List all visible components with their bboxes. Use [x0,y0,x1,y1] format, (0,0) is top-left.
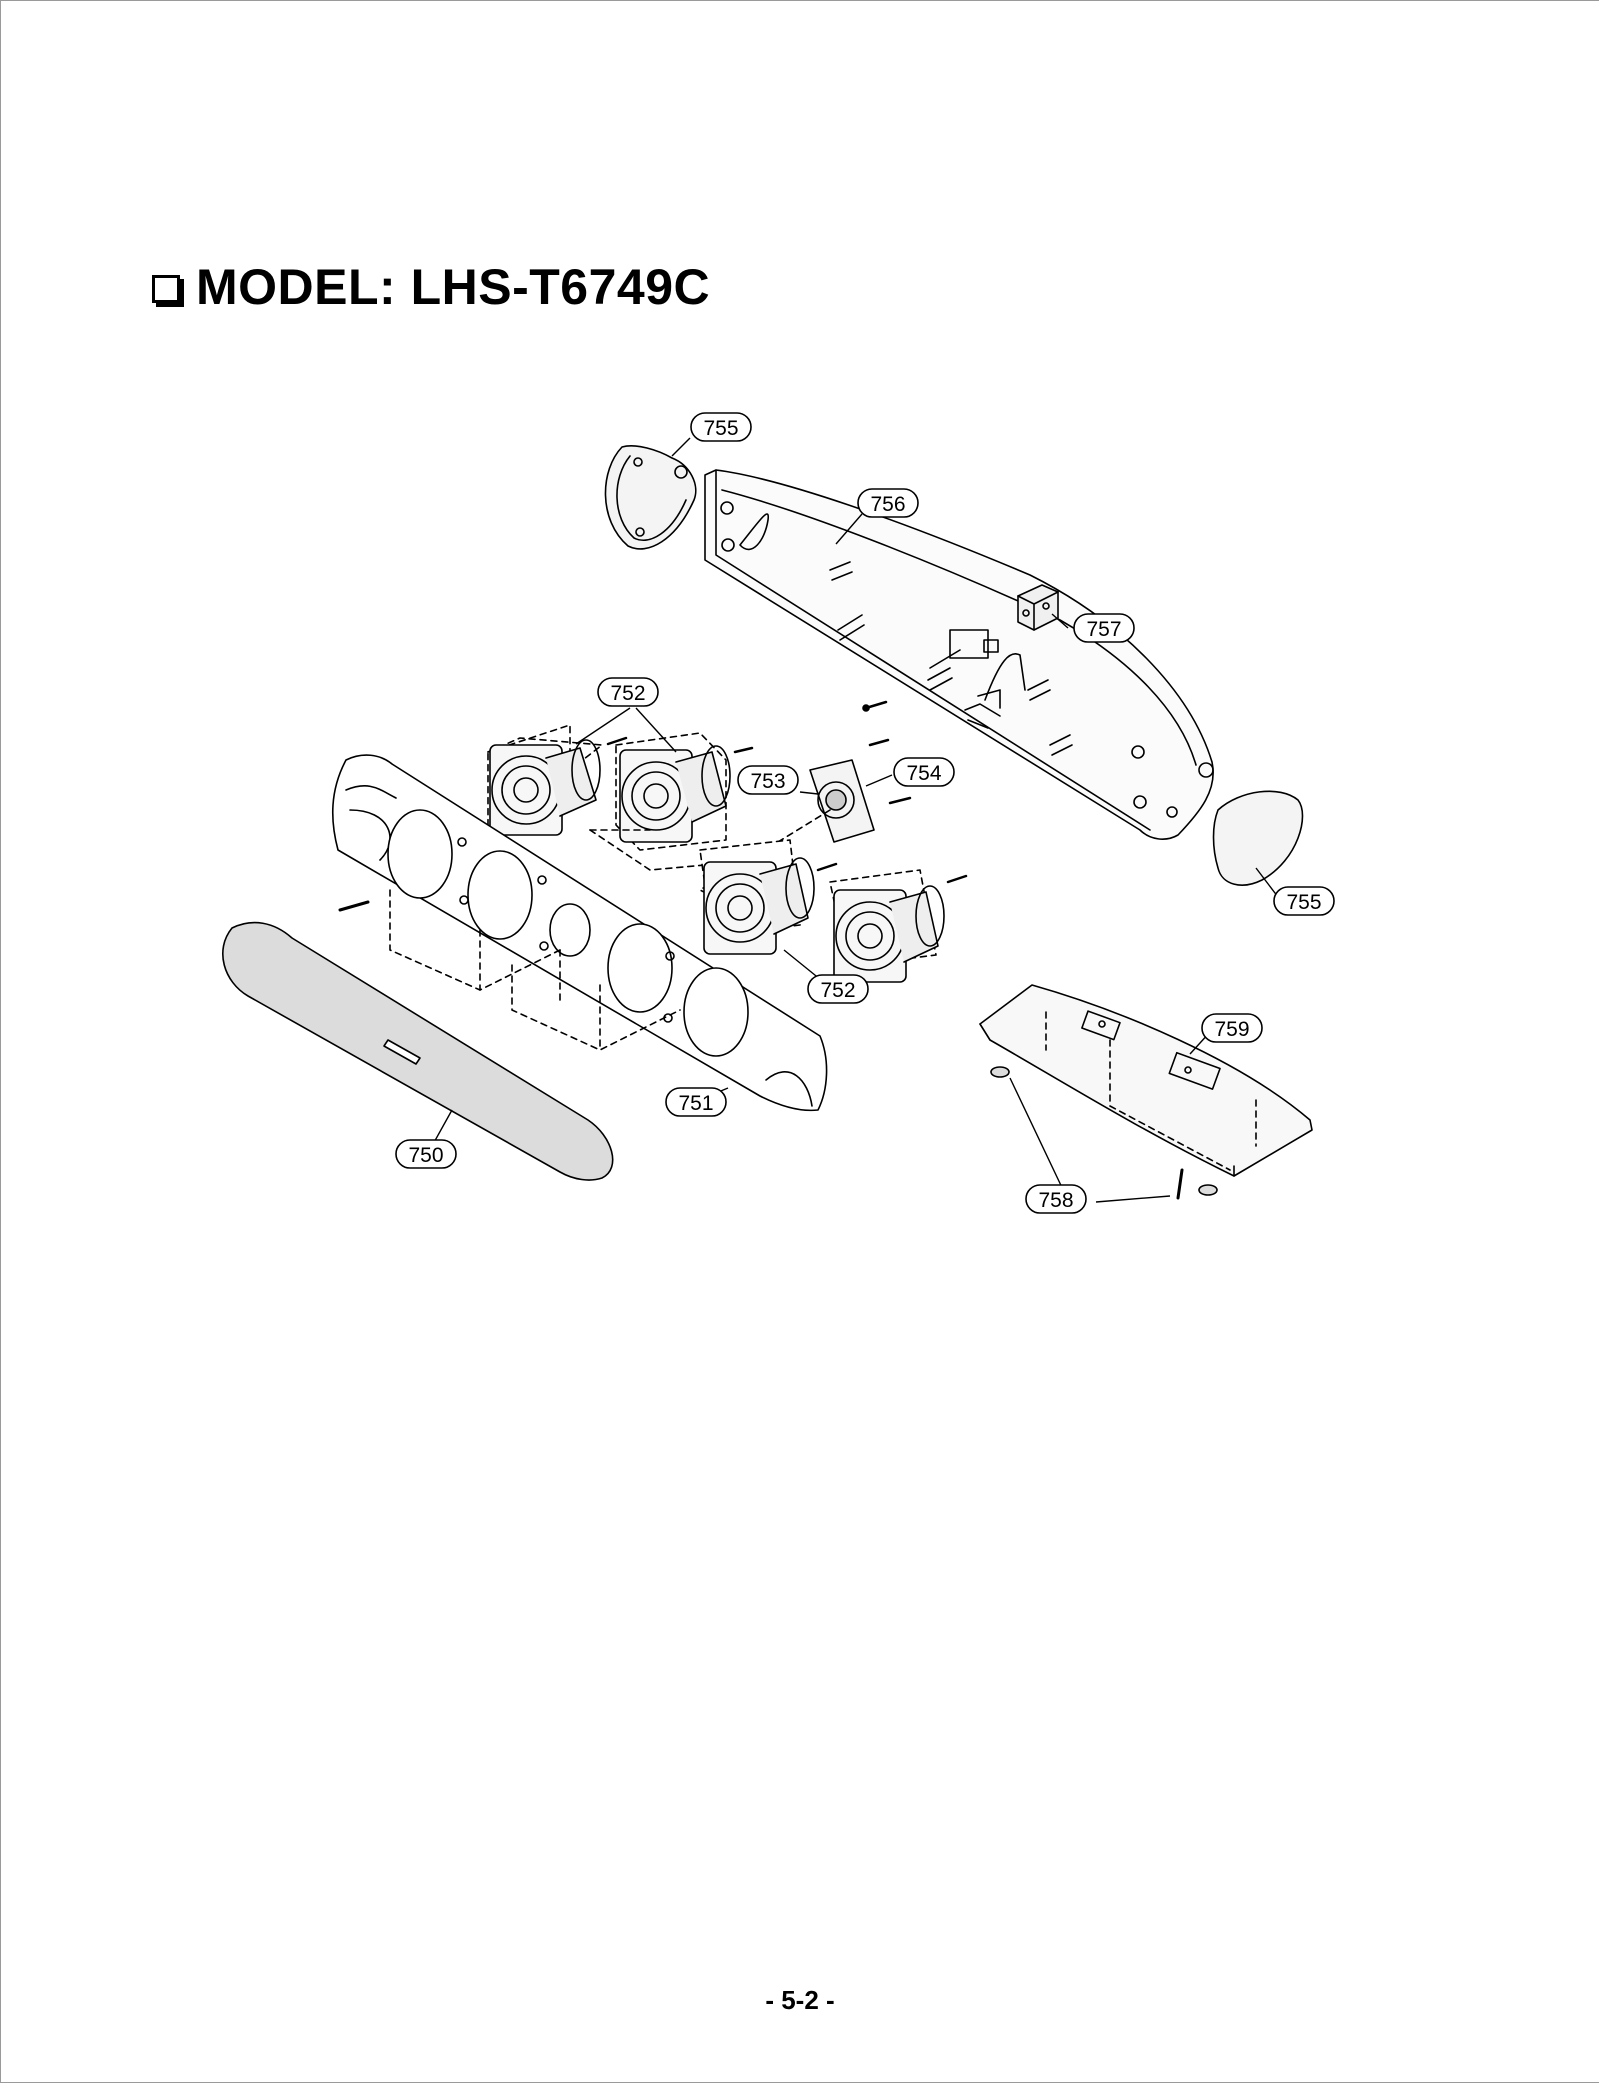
callout-759: 759 [1201,1013,1263,1043]
page-title: MODEL: LHS-T6749C [152,258,710,316]
callout-757: 757 [1073,613,1135,643]
svg-text:757: 757 [1086,618,1121,641]
tweeter-part [809,738,912,843]
callout-756: 756 [857,488,919,518]
callout-754: 754 [893,757,955,787]
svg-text:755: 755 [1286,891,1321,914]
svg-text:756: 756 [870,493,905,516]
callout-750: 750 [395,1139,457,1169]
callout-753: 753 [737,765,799,795]
end-cap-top-part [604,445,697,550]
woofer-lower-left-part [699,839,838,955]
woofer-lower-right-part [829,869,968,983]
callout-755-right: 755 [1273,886,1335,916]
end-cap-right-part [1212,790,1304,886]
page-number: - 5-2 - [765,1985,835,2015]
svg-text:759: 759 [1214,1018,1249,1041]
svg-text:753: 753 [750,770,785,793]
woofer-upper-right-part [615,732,754,851]
front-baffle-part [331,754,828,1112]
stand-base-part [979,984,1313,1200]
svg-text:752: 752 [610,682,645,705]
svg-text:754: 754 [906,762,941,785]
svg-text:755: 755 [703,417,738,440]
svg-text:752: 752 [820,979,855,1002]
model-title-text: MODEL: LHS-T6749C [196,259,711,315]
callout-758: 758 [1025,1184,1087,1214]
terminal-block-part [1017,584,1059,631]
callout-752-top: 752 [597,677,659,707]
woofer-upper-left-part [487,724,628,836]
callout-751: 751 [665,1087,727,1117]
svg-text:750: 750 [408,1144,443,1167]
checkbox-bullet-icon [152,275,180,303]
front-grille-part [222,921,614,1181]
callout-752-bottom: 752 [807,974,869,1004]
callout-755-top: 755 [690,412,752,442]
svg-text:758: 758 [1038,1189,1073,1212]
svg-text:751: 751 [678,1092,713,1115]
